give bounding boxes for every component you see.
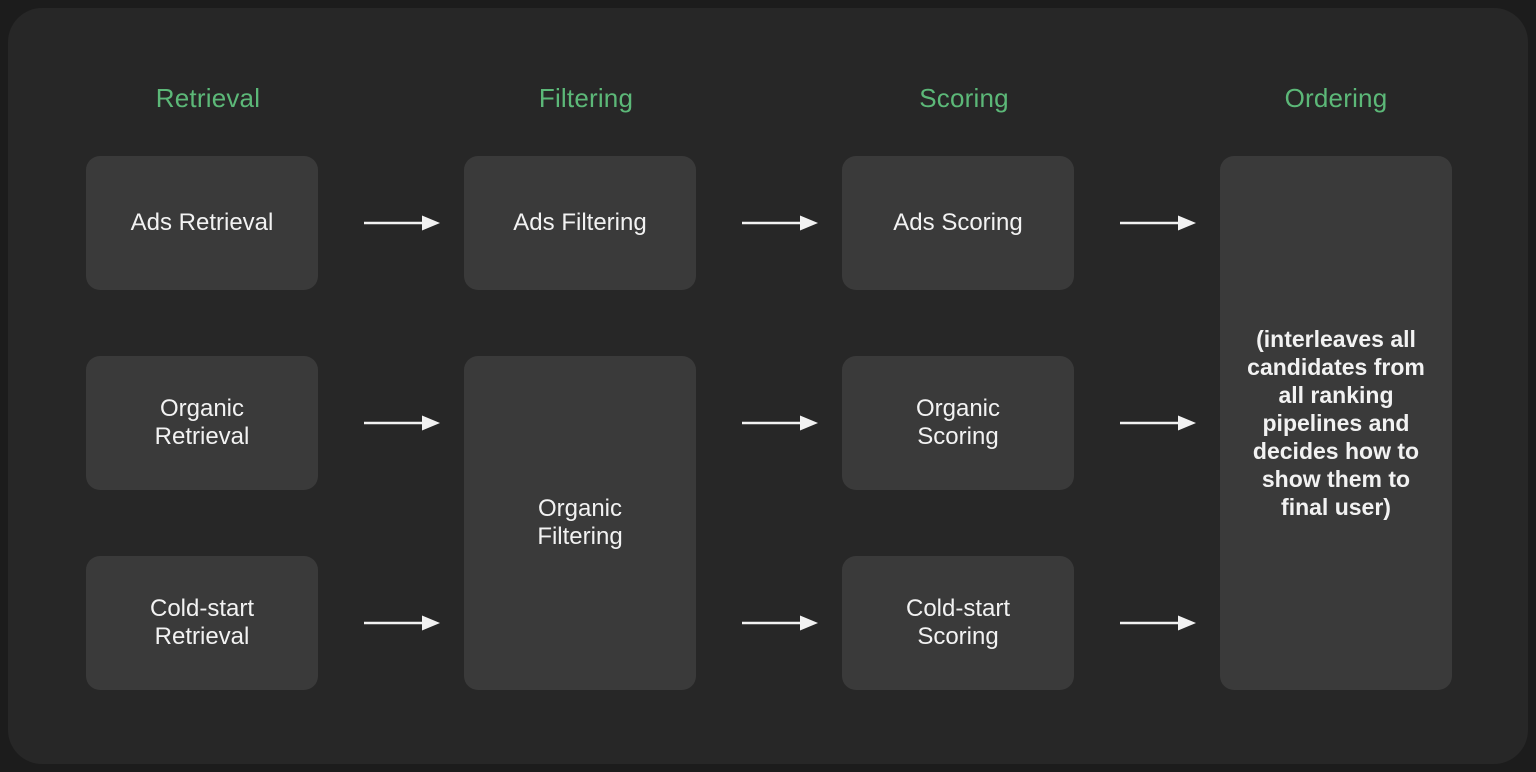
- node-organic-retrieval[interactable]: Organic Retrieval: [86, 356, 318, 490]
- arrow-scoring-to-ordering-ads: [1120, 211, 1196, 235]
- arrow-retrieval-to-filtering-cold-start: [364, 611, 440, 635]
- column-header-ordering: Ordering: [1284, 83, 1388, 113]
- node-ads-scoring[interactable]: Ads Scoring: [842, 156, 1074, 290]
- arrow-retrieval-to-filtering-ads: [364, 211, 440, 235]
- arrow-filtering-to-scoring-cold-start: [742, 611, 818, 635]
- arrow-filtering-to-scoring-ads: [742, 211, 818, 235]
- pipeline-diagram: Retrieval Filtering Scoring Ordering Ads…: [8, 8, 1528, 764]
- node-label: Ads Filtering: [513, 208, 647, 236]
- node-ads-filtering[interactable]: Ads Filtering: [464, 156, 696, 290]
- column-header-filtering: Filtering: [538, 83, 634, 113]
- arrow-scoring-to-ordering-organic: [1120, 411, 1196, 435]
- column-header-retrieval: Retrieval: [155, 83, 261, 113]
- arrow-scoring-to-ordering-cold-start: [1120, 611, 1196, 635]
- column-header-scoring: Scoring: [919, 83, 1009, 113]
- arrow-filtering-to-scoring-organic: [742, 411, 818, 435]
- node-ads-retrieval[interactable]: Ads Retrieval: [86, 156, 318, 290]
- node-label: Organic Scoring: [915, 394, 1001, 450]
- diagram-panel: Retrieval Filtering Scoring Ordering Ads…: [8, 8, 1528, 764]
- node-label: Organic Filtering: [537, 494, 623, 550]
- node-label: Ads Scoring: [893, 208, 1023, 236]
- node-label: (interleaves all candidates from all ran…: [1247, 325, 1425, 521]
- node-cold-start-scoring[interactable]: Cold-start Scoring: [842, 556, 1074, 690]
- node-label: Cold-start Scoring: [905, 594, 1011, 650]
- node-label: Cold-start Retrieval: [149, 594, 255, 650]
- arrow-retrieval-to-filtering-organic: [364, 411, 440, 435]
- node-organic-scoring[interactable]: Organic Scoring: [842, 356, 1074, 490]
- node-ordering[interactable]: (interleaves all candidates from all ran…: [1220, 156, 1452, 690]
- node-label: Ads Retrieval: [130, 208, 274, 236]
- node-label: Organic Retrieval: [154, 394, 250, 450]
- node-cold-start-retrieval[interactable]: Cold-start Retrieval: [86, 556, 318, 690]
- node-organic-filtering[interactable]: Organic Filtering: [464, 356, 696, 690]
